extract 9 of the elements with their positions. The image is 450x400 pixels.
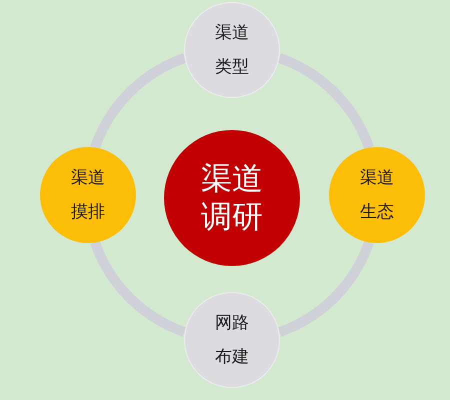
node-label: 渠道类型 [214, 22, 250, 79]
ring-arc [277, 240, 374, 337]
node-label: 渠道调研 [200, 160, 264, 236]
ring-arc [90, 53, 187, 150]
node-label: 渠道生态 [358, 167, 395, 224]
node-label: 渠道摸排 [70, 167, 106, 224]
node-label: 网路布建 [214, 312, 250, 369]
ring-arc [277, 53, 374, 150]
ring-arc [90, 240, 187, 337]
